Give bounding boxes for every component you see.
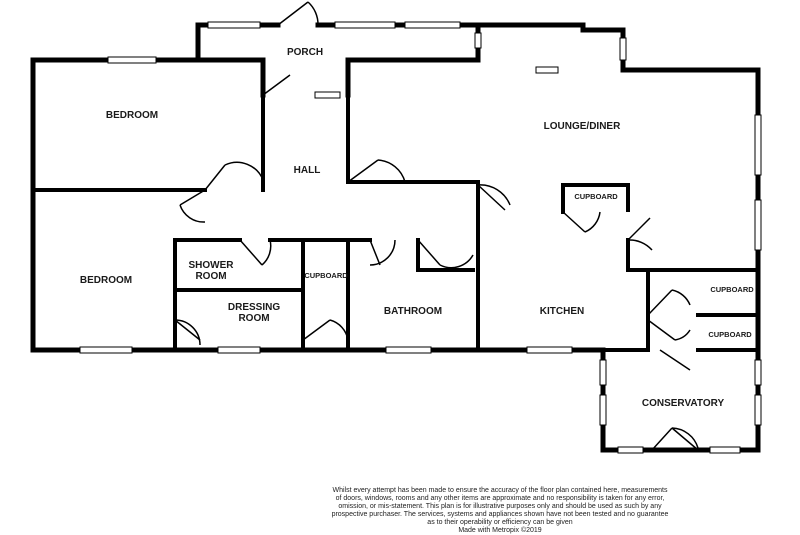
disclaimer-line: of doors, windows, rooms and any other i… [335, 495, 665, 502]
label-cupboard-dressing: CUPBOARD [304, 271, 348, 280]
label-bedroom-2: BEDROOM [80, 275, 132, 286]
label-cupboard-upper: CUPBOARD [710, 285, 754, 294]
windows [79, 21, 762, 454]
disclaimer-line: Made with Metropix ©2019 [458, 527, 542, 534]
internal-walls [33, 93, 760, 352]
label-conservatory: CONSERVATORY [642, 398, 725, 409]
disclaimer-line: as to their operability or efficiency ca… [427, 519, 573, 526]
disclaimer-text: Whilst every attempt has been made to en… [300, 487, 700, 535]
external-walls [30, 22, 761, 453]
disclaimer-line: Whilst every attempt has been made to en… [332, 487, 668, 494]
disclaimer-line: omission, or mis-statement. This plan is… [338, 503, 662, 510]
label-lounge-diner: LOUNGE/DINER [544, 121, 621, 132]
label-shower-room-2: ROOM [195, 271, 226, 282]
label-dressing-room-1: DRESSING [228, 302, 280, 313]
label-kitchen: KITCHEN [540, 306, 584, 317]
label-cupboard-lounge: CUPBOARD [574, 192, 618, 201]
doors [174, 1, 699, 451]
label-porch: PORCH [287, 47, 323, 58]
disclaimer-line: prospective purchaser. The services, sys… [331, 511, 669, 518]
label-dressing-room-2: ROOM [238, 313, 269, 324]
label-bedroom-1: BEDROOM [106, 110, 158, 121]
label-cupboard-lower: CUPBOARD [708, 330, 752, 339]
label-hall: HALL [294, 165, 321, 176]
label-shower-room-1: SHOWER [189, 260, 235, 271]
room-labels: PORCH BEDROOM LOUNGE/DINER HALL CUPBOARD… [80, 47, 754, 409]
label-bathroom: BATHROOM [384, 306, 442, 317]
